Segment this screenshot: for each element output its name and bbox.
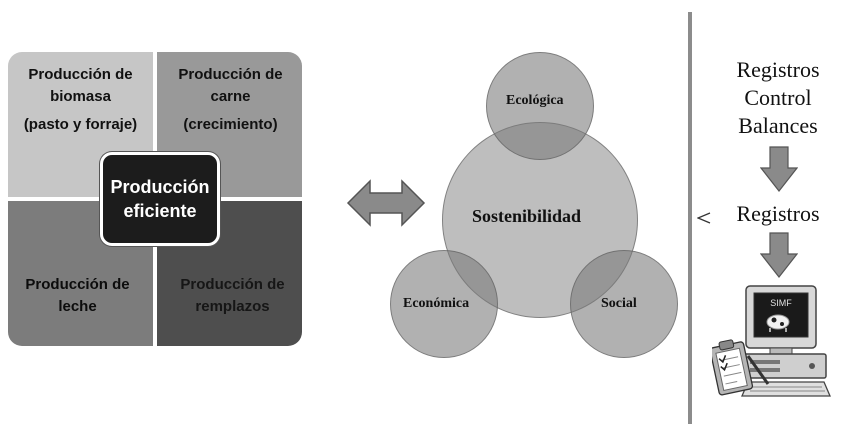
double-arrow-shape	[346, 179, 426, 227]
registros-label: Registros	[736, 201, 820, 226]
down-arrow-icon	[760, 232, 798, 278]
quadrant-line: remplazos	[195, 298, 270, 315]
center-produccion-eficiente: Producción eficiente	[100, 152, 220, 246]
quadrant-line: Producción de	[28, 66, 133, 83]
quadrant-line: biomasa	[50, 88, 111, 105]
screen-label: SIMF	[770, 298, 792, 308]
double-arrow-icon	[346, 179, 426, 227]
center-line: Producción	[110, 177, 210, 197]
quadrant-carne-label: Producción de carne (crecimiento)	[161, 64, 300, 136]
panel-line: Balances	[738, 113, 818, 138]
divider-line	[688, 12, 692, 424]
registros-control-balances: Registros Control Balances	[716, 56, 840, 140]
circle-ecologica	[486, 52, 594, 160]
center-line: eficiente	[123, 201, 197, 221]
down-arrow-icon	[760, 146, 798, 192]
production-grid: Producción de biomasa (pasto y forraje) …	[8, 52, 302, 346]
quadrant-biomasa: Producción de biomasa (pasto y forraje)	[8, 52, 153, 197]
label-social: Social	[601, 296, 637, 311]
quadrant-line: carne	[210, 88, 251, 105]
panel-line: Control	[744, 85, 812, 110]
label-economica: Económica	[403, 296, 470, 311]
circle-social	[570, 250, 678, 358]
pointer-icon	[697, 212, 711, 224]
panel-line: Registros	[736, 57, 820, 82]
quadrant-leche-label: Producción de leche	[12, 274, 143, 318]
quadrant-line: (crecimiento)	[183, 116, 278, 133]
quadrant-line: Producción de	[25, 276, 130, 293]
label-sostenibilidad: Sostenibilidad	[472, 206, 582, 226]
label-ecologica: Ecológica	[506, 93, 564, 108]
quadrant-remplazos: Producción de remplazos	[157, 201, 302, 346]
circle-economica	[390, 250, 498, 358]
quadrant-biomasa-label: Producción de biomasa (pasto y forraje)	[14, 64, 147, 136]
quadrant-line: (pasto y forraje)	[23, 116, 138, 133]
quadrant-line: Producción de	[178, 66, 283, 83]
quadrant-line: leche	[58, 298, 97, 315]
computer-clipart-icon: SIMF	[712, 285, 831, 397]
quadrant-line: Producción de	[180, 276, 285, 293]
quadrant-remplazos-label: Producción de remplazos	[167, 274, 298, 318]
